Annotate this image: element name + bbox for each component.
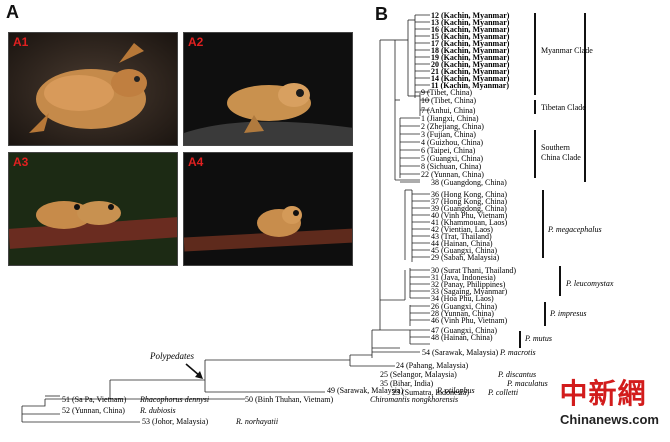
photo-a3: A3 xyxy=(8,152,178,266)
photo-a2: A2 xyxy=(183,32,353,146)
tree-leaf: 33 (Sagaing, Myanmar) xyxy=(431,287,508,296)
outgroup-leaf: 51 (Sa Pa, Vietnam) xyxy=(62,395,127,404)
chinanews-url: Chinanews.com xyxy=(560,412,659,427)
tree-leaf: 43 (Trat, Thailand) xyxy=(431,232,492,241)
tree-leaf: 2 (Zhejiang, China) xyxy=(421,122,484,131)
outgroup-species: R. norhayatii xyxy=(235,417,278,426)
tree-leaf: 36 (Hong Kong, China) xyxy=(431,190,507,199)
photo-a2-label: A2 xyxy=(188,35,204,49)
tree-leaf: 13 (Kachin, Myanmar) xyxy=(431,18,510,27)
tree-leaf: 10 (Tibet, China) xyxy=(421,96,476,105)
tree-leaf: 31 (Java, Indonesia) xyxy=(431,273,496,282)
outgroup-species: R. dubiosis xyxy=(139,406,176,415)
outgroup-species: P. otilophus xyxy=(436,386,475,395)
polypedates-arrow-icon xyxy=(185,363,203,379)
tree-leaf: 20 (Kachin, Myanmar) xyxy=(431,60,510,69)
outgroup-species: P. colletti xyxy=(487,388,518,397)
clade-southern-line1: Southern xyxy=(541,143,570,152)
tree-leaf: 29 (Sabah, Malaysia) xyxy=(431,253,500,262)
clade-southern-line2: China Clade xyxy=(541,153,581,162)
tree-leaf: 1 (Jiangxi, China) xyxy=(421,114,479,123)
outgroup-leaf: 52 (Yunnan, China) xyxy=(62,406,125,415)
species-impresus: P. impresus xyxy=(549,309,586,318)
tree-leaf: 5 (Guangxi, China) xyxy=(421,154,483,163)
outgroup-species: P. discantus xyxy=(497,370,536,379)
tree-leaf: 38 (Guangdong, China) xyxy=(431,178,507,187)
tree-leaf: 30 (Surat Thani, Thailand) xyxy=(431,266,516,275)
tree-leaf: 42 (Vientian, Laos) xyxy=(431,225,493,234)
tree-leaf: 47 (Guangxi, China) xyxy=(431,326,497,335)
tree-leaf: 17 (Kachin, Myanmar) xyxy=(431,39,510,48)
tree-leaf-labels: 12 (Kachin, Myanmar)13 (Kachin, Myanmar)… xyxy=(421,11,516,342)
tree-leaf: 32 (Panay, Philippines) xyxy=(431,280,506,289)
outgroup-species: P. maculatus xyxy=(506,379,548,388)
species-leucomystax: P. leucomystax xyxy=(565,279,614,288)
tree-leaf: 41 (Khammouan, Laos) xyxy=(431,218,508,227)
outgroup-leaf: 50 (Binh Thuhan, Vietnam) xyxy=(245,395,333,404)
species-megacephalus: P. megacephalus xyxy=(547,225,602,234)
tree-leaf: 4 (Guizhou, China) xyxy=(421,138,483,147)
tree-leaf: 28 (Yunnan, China) xyxy=(431,309,494,318)
species-bars xyxy=(519,13,586,348)
tree-leaf: 46 (Vinh Phu, Vietnam) xyxy=(431,316,508,325)
tree-leaf: 16 (Kachin, Myanmar) xyxy=(431,25,510,34)
polypedates-label: Polypedates xyxy=(149,351,194,361)
panel-a-title: A xyxy=(6,2,19,22)
chinanews-logo: 中新網 xyxy=(559,377,647,410)
panel-b-title: B xyxy=(375,4,388,24)
tree-leaf: 45 (Guangxi, China) xyxy=(431,246,497,255)
photo-a1: A1 xyxy=(8,32,178,146)
tree-leaf: 3 (Fujian, China) xyxy=(421,130,476,139)
tree-leaf: 14 (Kachin, Myanmar) xyxy=(431,74,510,83)
outgroup-leaf: 35 (Bihar, India) xyxy=(380,379,434,388)
outgroup-species: Chiromantis nongkhorensis xyxy=(370,395,458,404)
outgroup-leaf: 25 (Selangor, Malaysia) xyxy=(380,370,457,379)
tree-outgroup-labels: 54 (Sarawak, Malaysia)P. macrotis 24 (Pah… xyxy=(62,348,548,426)
tree-leaf: 34 (Hoa Phu, Laos) xyxy=(431,294,494,303)
tree-leaf: 22 (Yunnan, China) xyxy=(421,170,484,179)
tree-leaf: 48 (Hainan, China) xyxy=(431,333,493,342)
clade-myanmar: Myanmar Clade xyxy=(541,46,593,55)
outgroup-species: P. macrotis xyxy=(499,348,536,357)
tree-leaf: 12 (Kachin, Myanmar) xyxy=(431,11,510,20)
tree-branches xyxy=(21,14,430,423)
tree-leaf: 37 (Hong Kong, China) xyxy=(431,197,507,206)
tree-leaf: 21 (Kachin, Myanmar) xyxy=(431,67,510,76)
tree-leaf: 6 (Taipei, China) xyxy=(421,146,476,155)
tree-leaf: 44 (Hainan, China) xyxy=(431,239,493,248)
tree-leaf: 40 (Vinh Phu, Vietnam) xyxy=(431,211,508,220)
photo-a4-label: A4 xyxy=(188,155,204,169)
tree-leaf: 7 (Anhui, China) xyxy=(421,106,476,115)
tree-leaf: 9 (Tibet, China) xyxy=(421,88,472,97)
tree-leaf: 39 (Guangdong, China) xyxy=(431,204,507,213)
outgroup-leaf: 23 (Sumatra, Indonesia) xyxy=(392,388,469,397)
clade-tibetan: Tibetan Clade xyxy=(541,103,586,112)
outgroup-leaf: 53 (Johor, Malaysia) xyxy=(142,417,208,426)
outgroup-species: Rhacophorus dennysi xyxy=(139,395,209,404)
tree-leaf: 11 (Kachin, Myanmar) xyxy=(431,81,509,90)
photo-a1-label: A1 xyxy=(13,35,29,49)
photo-a4: A4 xyxy=(183,152,353,266)
species-mutus: P. mutus xyxy=(524,334,552,343)
tree-leaf: 19 (Kachin, Myanmar) xyxy=(431,53,510,62)
outgroup-leaf: 24 (Pahang, Malaysia) xyxy=(396,361,469,370)
photo-a3-label: A3 xyxy=(13,155,29,169)
tree-leaf: 8 (Sichuan, China) xyxy=(421,162,482,171)
tree-leaf: 26 (Guangxi, China) xyxy=(431,302,497,311)
tree-leaf: 18 (Kachin, Myanmar) xyxy=(431,46,510,55)
outgroup-leaf: 49 (Sarawak, Malaysia) xyxy=(327,386,404,395)
outgroup-leaf: 54 (Sarawak, Malaysia) xyxy=(422,348,499,357)
tree-leaf: 15 (Kachin, Myanmar) xyxy=(431,32,510,41)
